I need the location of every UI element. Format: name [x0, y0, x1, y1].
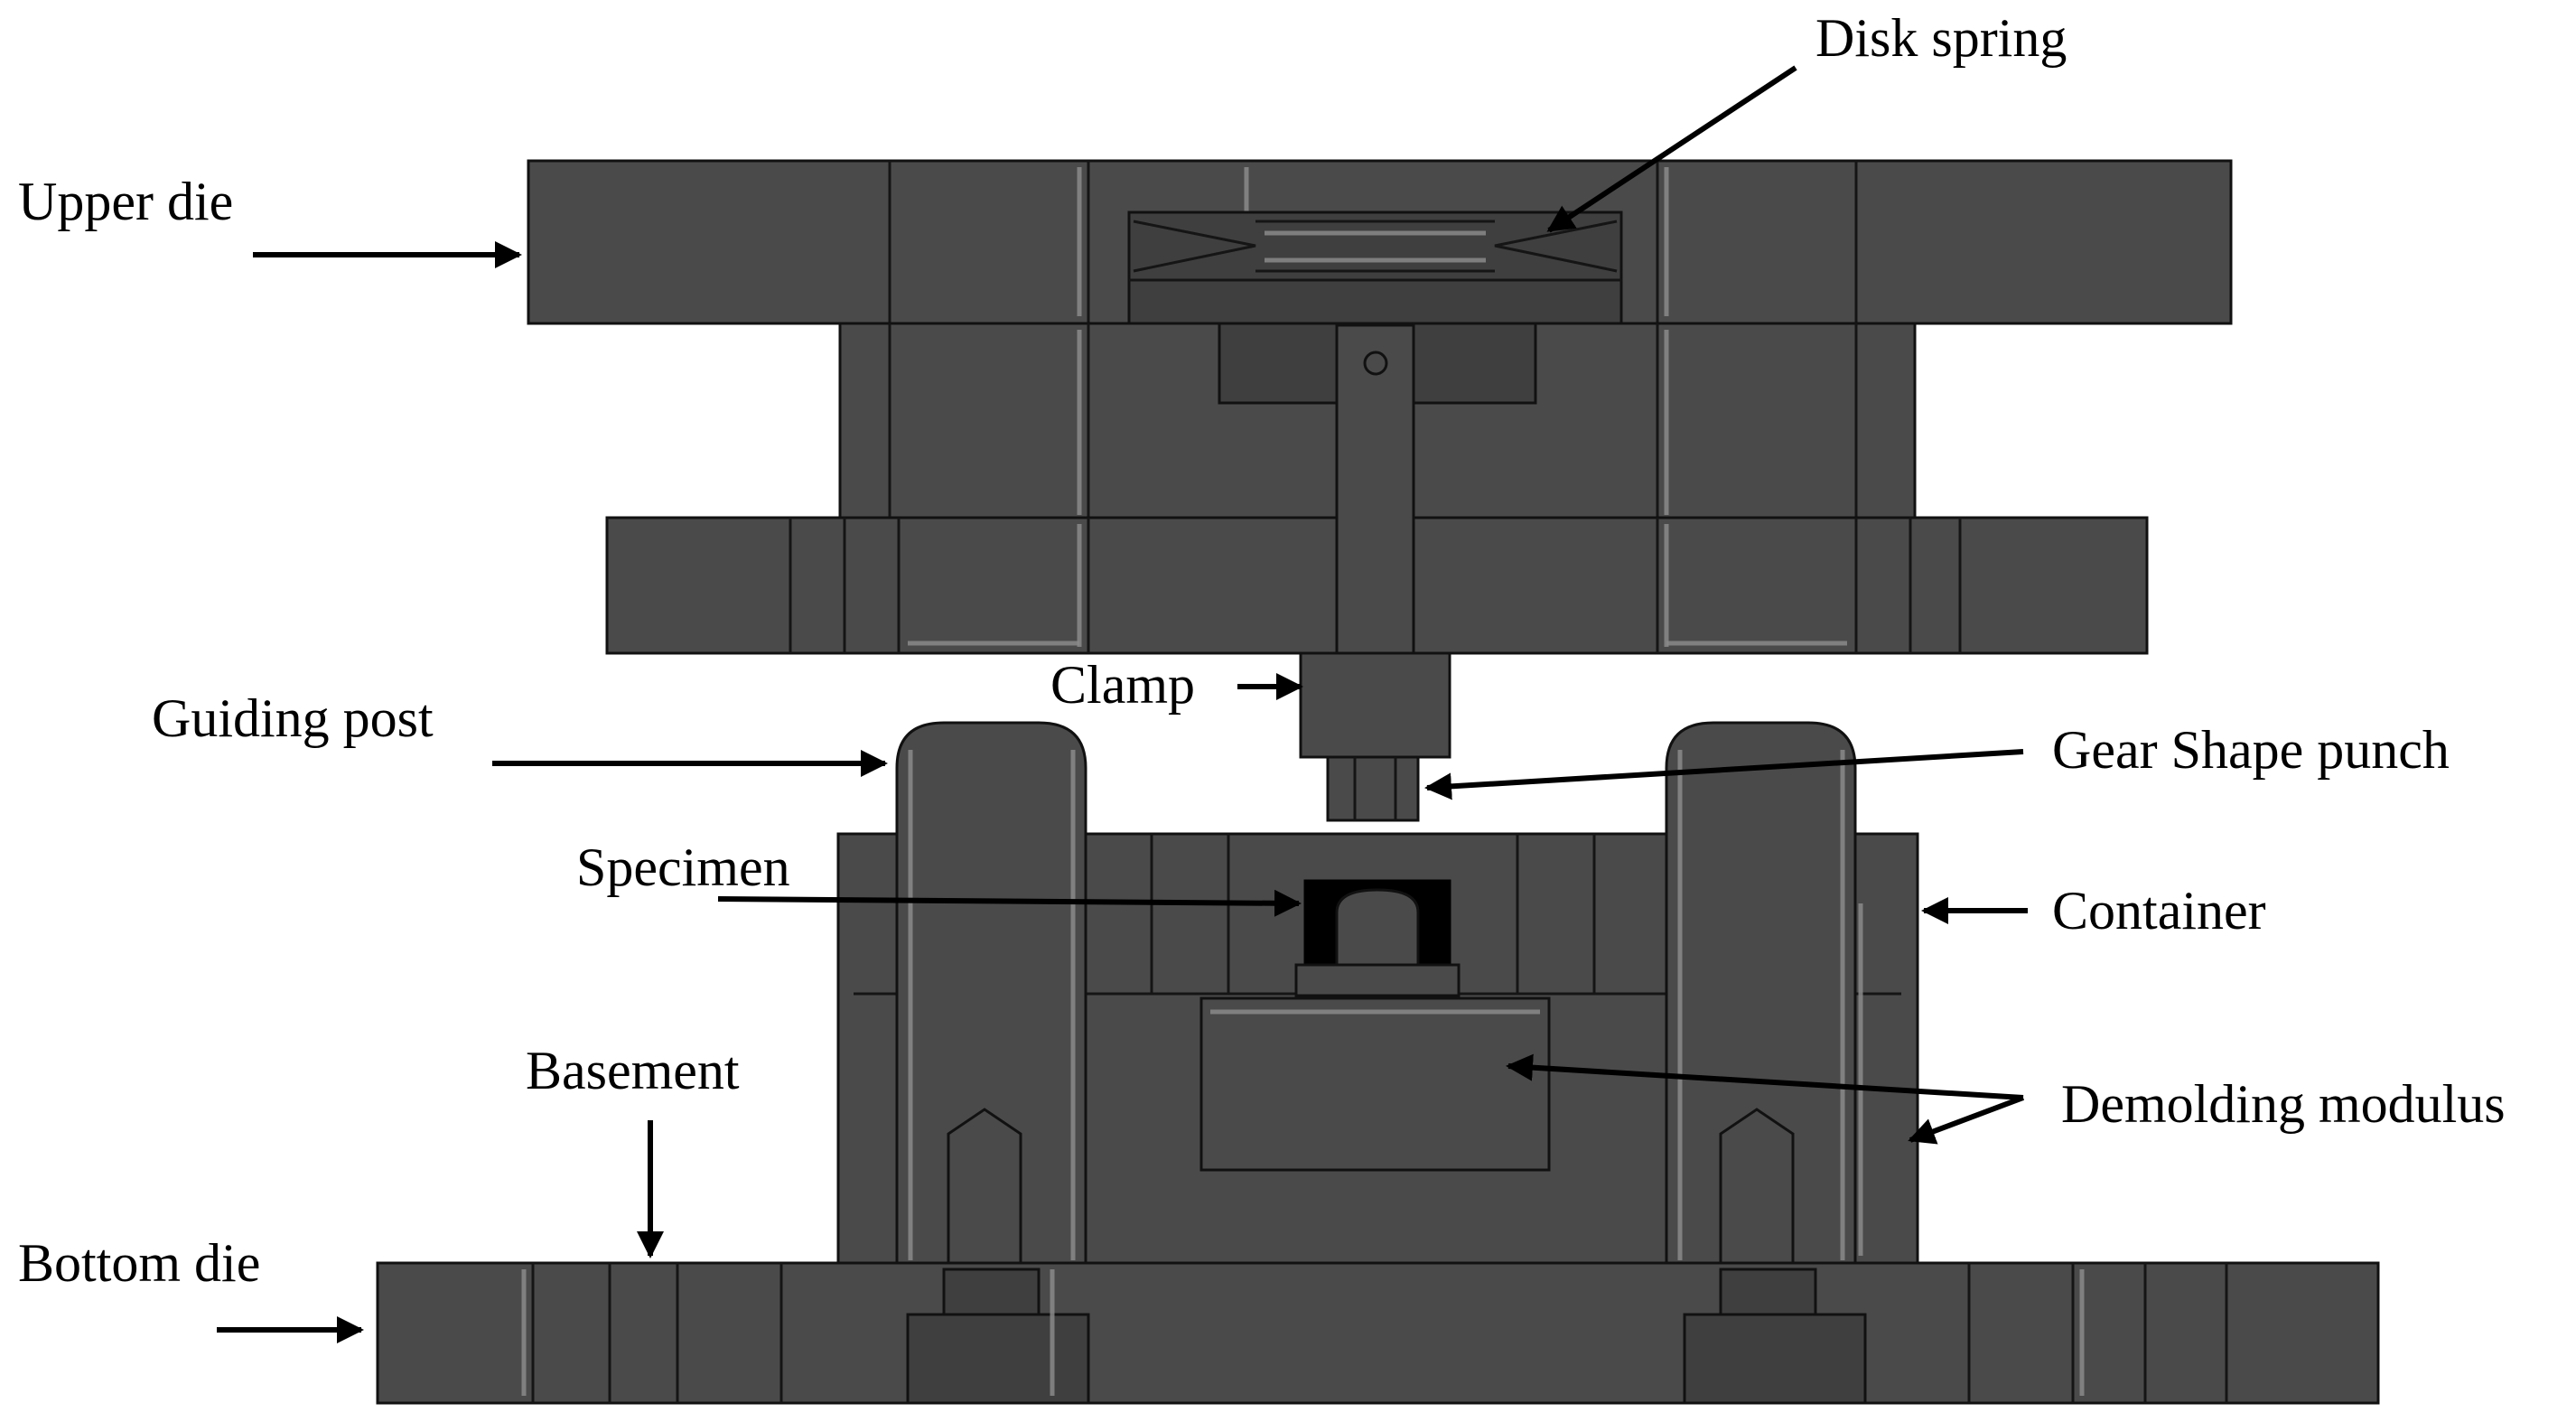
clamp — [1299, 323, 1451, 759]
gear-shape-punch — [1326, 755, 1420, 822]
label-demolding-modulus: Demolding modulus — [2061, 1074, 2506, 1134]
arrow-disk-spring — [1546, 65, 1797, 233]
label-specimen: Specimen — [576, 837, 790, 897]
label-container: Container — [2052, 881, 2266, 940]
label-upper-die: Upper die — [18, 172, 233, 231]
guiding-post-left — [895, 721, 1087, 1271]
pin-left — [947, 1108, 1022, 1267]
label-basement: Basement — [526, 1041, 740, 1100]
specimen — [1294, 879, 1461, 997]
arrow-specimen — [717, 889, 1302, 917]
arrow-demolding-modulus-1 — [1506, 1053, 2024, 1100]
demolding-modulus — [1199, 996, 1551, 1172]
pin-right — [1719, 1108, 1795, 1267]
arrow-demolding-modulus-2 — [1908, 1095, 2025, 1145]
label-disk-spring: Disk spring — [1815, 8, 2067, 68]
bottom-die-plate — [376, 1261, 2380, 1405]
arrows — [217, 65, 2028, 1343]
arrow-gear-shape-punch — [1424, 749, 2024, 800]
disk-spring — [1127, 210, 1623, 325]
label-clamp: Clamp — [1050, 655, 1195, 715]
label-bottom-die: Bottom die — [18, 1233, 260, 1293]
guiding-post-right — [1665, 721, 1857, 1271]
label-gear-shape-punch: Gear Shape punch — [2052, 720, 2450, 780]
label-guiding-post: Guiding post — [152, 688, 434, 748]
